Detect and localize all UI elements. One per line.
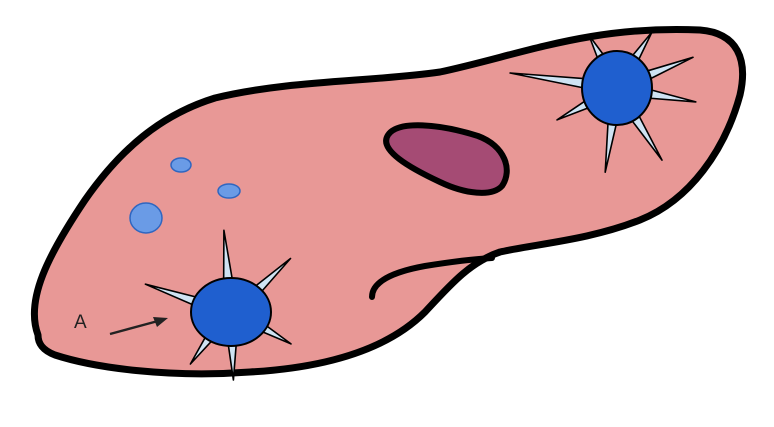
food-vacuole: [218, 184, 240, 198]
annotation-label: A: [74, 312, 87, 333]
vacuole-center: [191, 278, 271, 346]
vacuole-center: [582, 51, 652, 125]
food-vacuole: [171, 158, 191, 172]
food-vacuole: [130, 203, 162, 233]
